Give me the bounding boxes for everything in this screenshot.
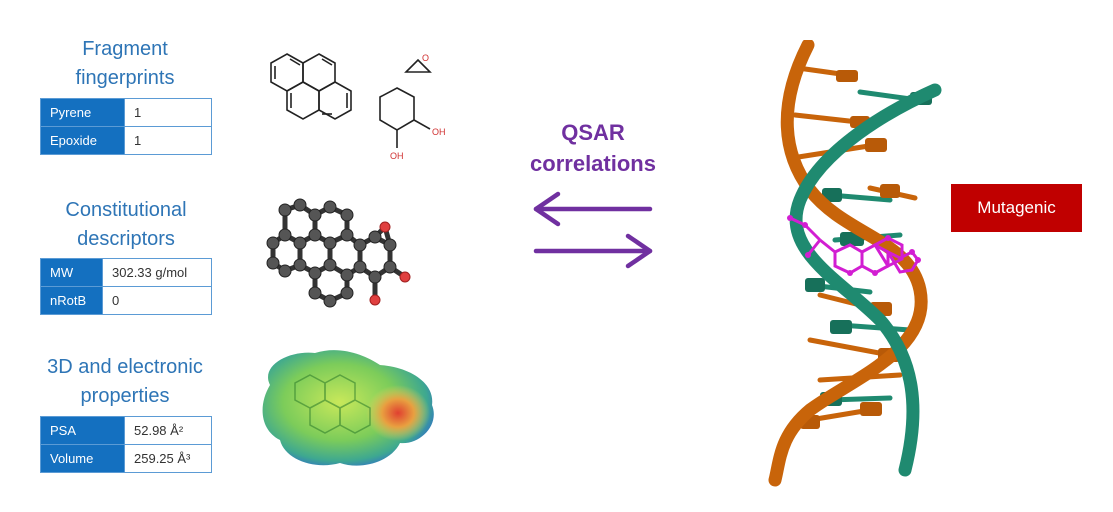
electrostatic-surface <box>262 350 434 466</box>
mutagenic-badge: Mutagenic <box>951 184 1082 232</box>
fingerprint-table: Pyrene 1 Epoxide 1 <box>40 98 212 155</box>
row-value: 1 <box>124 126 212 155</box>
constitutional-table: MW 302.33 g/mol nRotB 0 <box>40 258 212 315</box>
row-value: 259.25 Å³ <box>124 444 212 473</box>
row-key: Volume <box>40 444 125 473</box>
row-key: Pyrene <box>40 98 125 127</box>
row-value: 302.33 g/mol <box>102 258 212 287</box>
row-value: 52.98 Å² <box>124 416 212 445</box>
row-value: 0 <box>102 286 212 315</box>
bidirectional-arrows <box>533 191 653 269</box>
row-value: 1 <box>124 98 212 127</box>
row-key: Epoxide <box>40 126 125 155</box>
table-row: Volume 259.25 Å³ <box>40 444 212 473</box>
aromatic-ring <box>318 81 352 120</box>
row-key: MW <box>40 258 103 287</box>
structural-formula-2d: O OH OH <box>270 53 446 161</box>
row-key: PSA <box>40 416 125 445</box>
table-row: Epoxide 1 <box>40 126 212 155</box>
table-row: nRotB 0 <box>40 286 212 315</box>
epoxide-oxygen-label: O <box>422 53 429 63</box>
row-key: nRotB <box>40 286 103 315</box>
cyclohexane-ring <box>379 87 415 131</box>
hydroxyl-label: OH <box>390 151 404 161</box>
table-row: MW 302.33 g/mol <box>40 258 212 287</box>
section-title-fragment-fingerprints: Fragment fingerprints <box>75 38 175 89</box>
dna-helix-model <box>768 40 942 487</box>
table-row: PSA 52.98 Å² <box>40 416 212 445</box>
hydroxyl-label: OH <box>432 127 446 137</box>
section-title-constitutional-descriptors: Constitutional descriptors <box>65 199 187 250</box>
arrow-left-head <box>533 191 561 227</box>
electronic-table: PSA 52.98 Å² Volume 259.25 Å³ <box>40 416 212 473</box>
table-row: Pyrene 1 <box>40 98 212 127</box>
ball-and-stick-model <box>266 198 411 308</box>
epoxide-ring <box>404 58 432 73</box>
qsar-correlations-label: QSAR correlations <box>530 120 656 176</box>
section-title-3d-electronic-properties: 3D and electronic properties <box>47 356 203 407</box>
arrow-right-head <box>625 233 653 269</box>
